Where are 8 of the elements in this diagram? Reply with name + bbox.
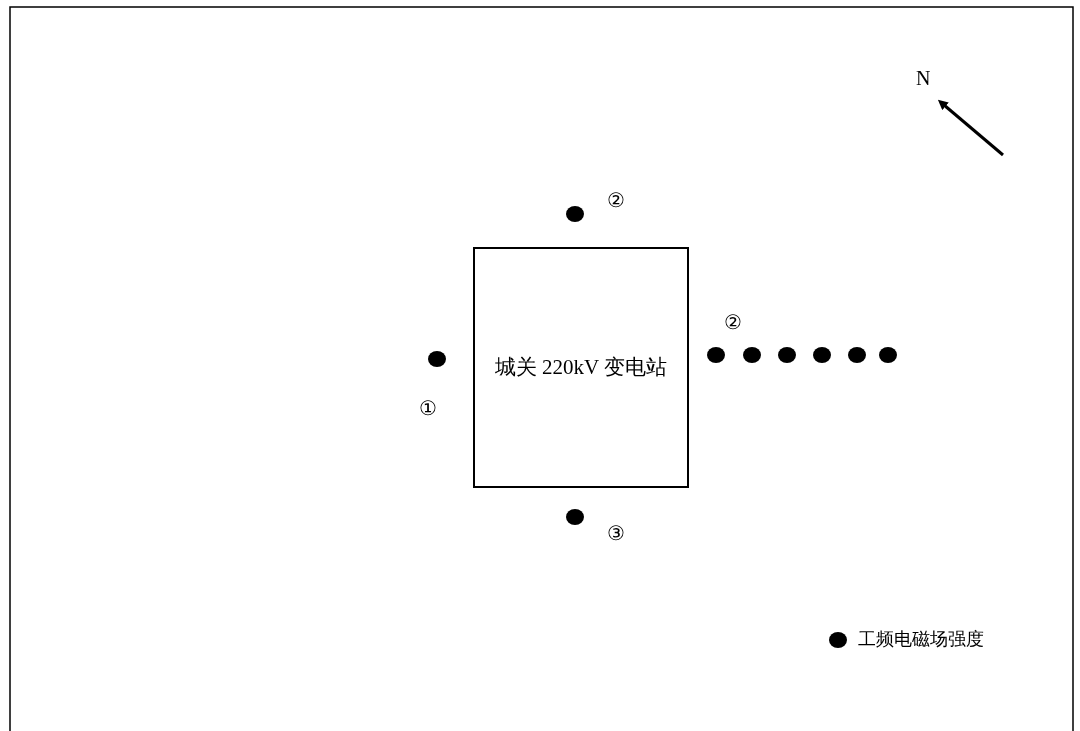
north-label: N xyxy=(916,66,931,90)
legend-text: 工频电磁场强度 xyxy=(858,628,984,651)
point-number: ② xyxy=(724,310,742,334)
substation-box xyxy=(473,247,689,488)
point-number: ① xyxy=(419,396,437,420)
point-number: ③ xyxy=(607,521,625,545)
point-number: ② xyxy=(607,188,625,212)
substation-name: 城关 220kV 变电站 xyxy=(493,354,669,381)
